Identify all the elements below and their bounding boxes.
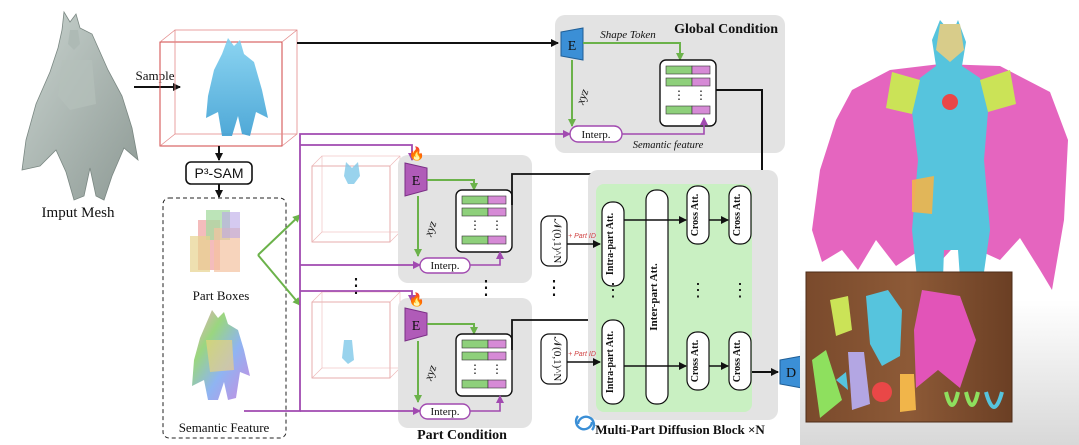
global-xyz-label: xyz: [573, 87, 592, 107]
part-bottom-xyz-label: xyz: [421, 363, 440, 383]
loop-icon: [574, 415, 596, 431]
diffusion-ellipsis-2: ⋮: [689, 280, 707, 300]
semantic-route-cube-bottom: [300, 290, 416, 303]
part-top-token-arrow: [427, 179, 478, 191]
global-interp-to-stack-arrow: [622, 117, 708, 135]
global-semantic-feature-label: Semantic feature: [633, 140, 704, 151]
part-top-token-stack: ⋮ ⋮: [455, 189, 513, 253]
semantic-feature-label: Semantic Feature: [179, 420, 270, 435]
svg-text:⋮: ⋮: [469, 218, 481, 232]
intra-part-att-bottom: [601, 319, 625, 405]
part-id-top-label: + Part ID: [568, 233, 596, 240]
part-boxes-figure: [190, 210, 240, 272]
part-encoder-top-label: E: [412, 174, 421, 189]
decoder-label: D: [786, 366, 796, 381]
global-condition-label: Global Condition: [674, 22, 778, 37]
svg-text:⋮: ⋮: [491, 362, 503, 376]
sample-label: Sample: [136, 68, 175, 83]
semantic-route-global: [244, 130, 571, 412]
cross-att-bottom-1: [686, 331, 710, 391]
part-cube-top: [311, 155, 401, 243]
global-encoder: [560, 27, 584, 61]
semantic-route-cube-top: [300, 144, 416, 161]
intra-part-att-top: [601, 201, 625, 287]
cross-att-top-1-label: Cross Att.: [690, 193, 701, 236]
part-encoder-bottom-label: E: [412, 319, 421, 334]
diffusion-ellipsis-1: ⋮: [604, 280, 622, 300]
part-bottom-token-arrow: [427, 323, 478, 335]
part-cube-ellipsis: ⋮: [346, 275, 366, 297]
part-row-ellipsis-1: ⋮: [476, 277, 496, 299]
part-id-bottom-label: + Part ID: [568, 351, 596, 358]
svg-text:⋮: ⋮: [491, 218, 503, 232]
svg-text:⋮: ⋮: [695, 88, 707, 102]
part-encoder-top: [404, 162, 428, 197]
input-mesh-label: Imput Mesh: [42, 205, 115, 221]
shape-token-arrow: [583, 42, 684, 61]
diffusion-ellipsis-3: ⋮: [731, 280, 749, 300]
part-top-xyz-label: xyz: [421, 219, 440, 239]
intra-part-att-bottom-label: Intra-part Att.: [605, 330, 616, 393]
cross-att-bottom-2-label: Cross Att.: [732, 339, 743, 382]
global-interp-label: Interp.: [581, 129, 610, 141]
cross-att-top-2: [728, 185, 752, 245]
part-top-interp-arrow: [470, 251, 504, 266]
part-boxes-label: Part Boxes: [193, 288, 250, 303]
shape-token-label: Shape Token: [600, 29, 656, 41]
intra-part-att-top-label: Intra-part Att.: [605, 212, 616, 275]
flame-icon-top: 🔥: [409, 146, 425, 161]
noise-top-label: 𝒩(0,1)^N: [551, 219, 563, 264]
part-row-ellipsis-2: ⋮: [544, 277, 564, 299]
part-cube-bottom: [311, 291, 401, 379]
part-outputs-container: [162, 197, 287, 439]
noise-bottom-label: 𝒩(0,1)^N: [551, 337, 563, 382]
split-arrow-top: [257, 214, 301, 256]
noise-box-bottom: [540, 333, 568, 385]
diffusion-green-panel: [596, 184, 752, 412]
cross-att-bottom-2: [728, 331, 752, 391]
noise-box-top: [540, 215, 568, 267]
input-mesh-figure: [21, 10, 139, 201]
p3sam-label: P³-SAM: [195, 165, 244, 181]
global-encoder-label: E: [568, 39, 577, 54]
part-bottom-token-stack: ⋮ ⋮: [455, 333, 513, 397]
part-bottom-interp-arrow: [470, 395, 504, 412]
part-condition-label: Part Condition: [417, 428, 507, 443]
result-render: [800, 20, 1079, 445]
part-encoder-bottom: [404, 307, 428, 342]
cross-att-top-1: [686, 185, 710, 245]
part-top-interp-label: Interp.: [430, 260, 459, 272]
multi-part-block-label: Multi-Part Diffusion Block ×N: [595, 422, 765, 437]
split-arrow-bottom: [257, 254, 301, 306]
global-token-stack: ⋮ ⋮: [659, 59, 717, 127]
svg-text:⋮: ⋮: [469, 362, 481, 376]
inter-part-att: [645, 189, 669, 405]
point-cloud-cube: [159, 29, 298, 147]
cross-att-bottom-1-label: Cross Att.: [690, 339, 701, 382]
semantic-feature-figure: [192, 310, 250, 400]
cross-att-top-2-label: Cross Att.: [732, 193, 743, 236]
inter-part-att-label: Inter-part Att.: [648, 263, 660, 331]
svg-text:⋮: ⋮: [673, 88, 685, 102]
flame-icon-bottom: 🔥: [409, 292, 425, 307]
part-bottom-interp-label: Interp.: [430, 406, 459, 418]
